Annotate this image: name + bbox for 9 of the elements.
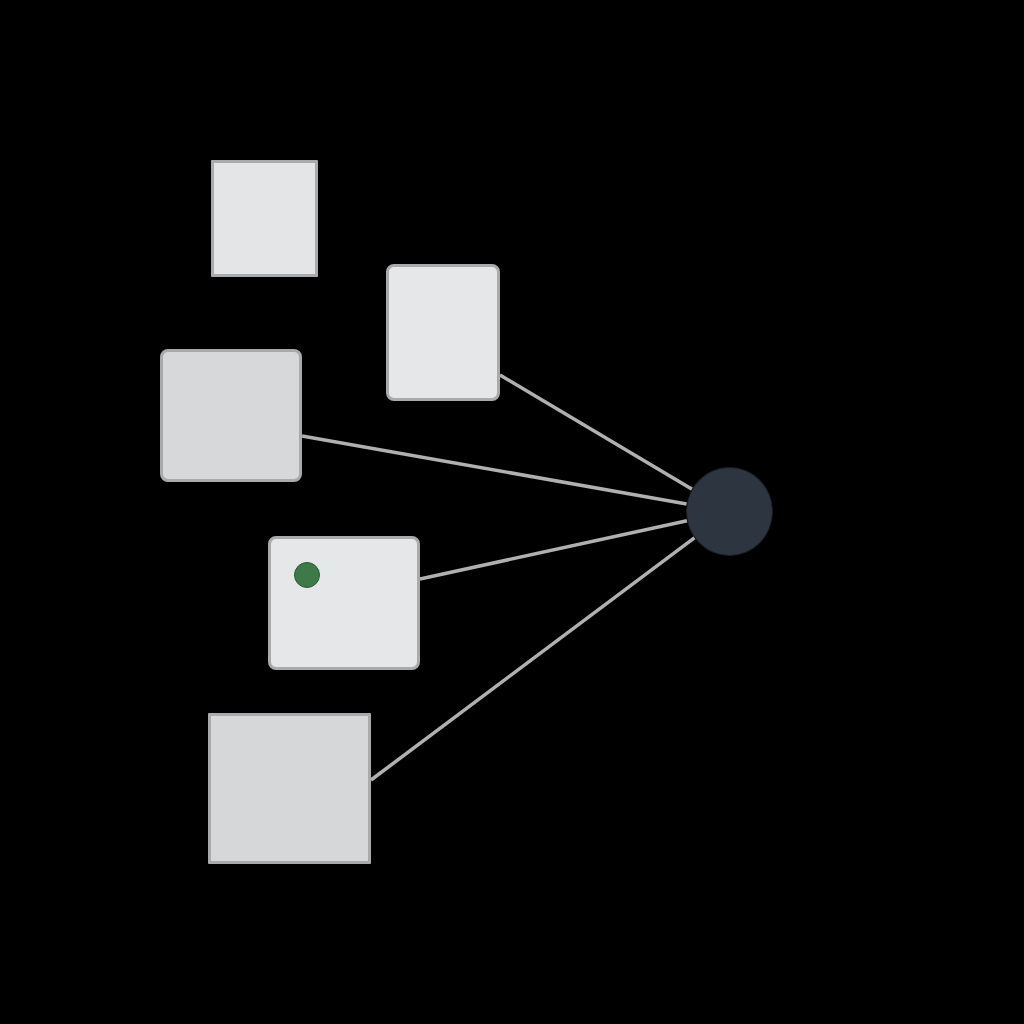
square-box [208,713,371,864]
connector-line [419,519,688,581]
square-box [268,536,420,670]
square-box [211,160,318,277]
square-box [160,349,302,482]
connector-line [369,536,696,782]
square-box [386,264,500,401]
connector-line [301,434,687,506]
connector-line [499,373,693,491]
